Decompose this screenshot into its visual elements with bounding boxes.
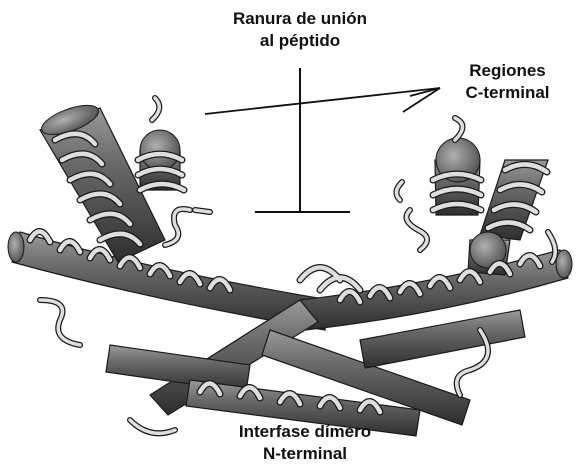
n-terminal-label: Interfase dímero N-terminal xyxy=(205,421,405,465)
c-terminal-pointer xyxy=(205,88,440,114)
n-terminal-label-line-2: N-terminal xyxy=(205,443,405,465)
peptide-groove-label-line-2: al péptido xyxy=(200,30,400,52)
peptide-groove-label: Ranura de unión al péptido xyxy=(200,8,400,52)
c-terminal-label-line-2: C-terminal xyxy=(440,82,575,104)
c-terminal-label: Regiones C-terminal xyxy=(440,60,575,104)
groove-pointer xyxy=(255,68,350,212)
peptide-groove-label-line-1: Ranura de unión xyxy=(200,8,400,30)
floor-helix-right-long xyxy=(300,250,572,330)
c-terminal-label-line-1: Regiones xyxy=(440,60,575,82)
n-terminal-label-line-1: Interfase dímero xyxy=(205,421,405,443)
